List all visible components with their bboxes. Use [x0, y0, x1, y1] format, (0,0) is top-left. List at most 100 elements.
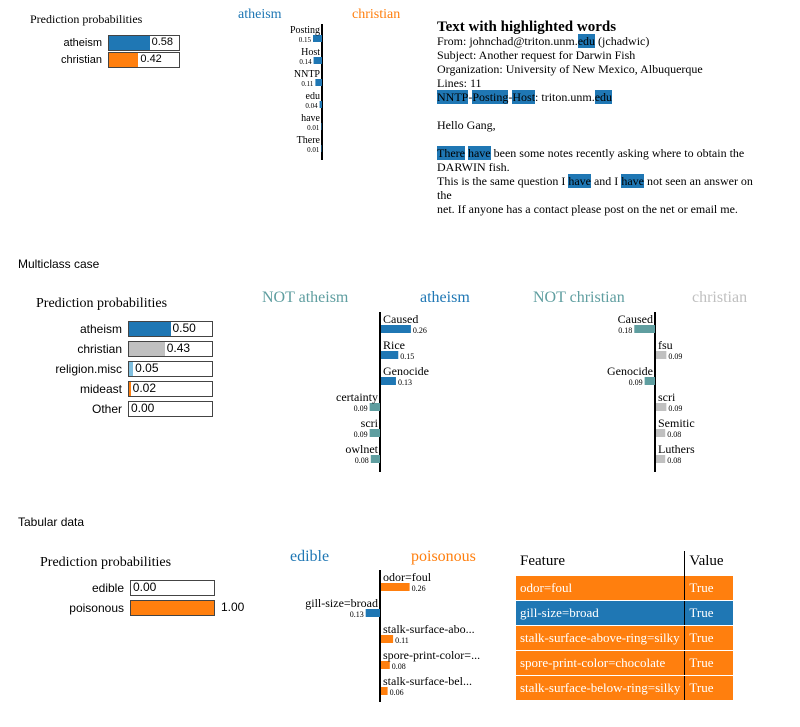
text-span: been some notes recently asking where to… [490, 146, 745, 160]
probability-bar [130, 580, 215, 596]
section-heading-multiclass: Multiclass case [18, 257, 100, 271]
text-span: - [468, 90, 473, 104]
feature-weights-chart-4: odor=foul0.26gill-size=broad0.13stalk-su… [305, 570, 480, 702]
document-line: From: johnchad@triton.unm.edu (jchadwic) [437, 34, 753, 48]
text-span: the [437, 188, 452, 202]
weight-value: 0.26 [412, 584, 426, 593]
feature-label: have [301, 113, 320, 124]
probability-bar [128, 341, 213, 357]
weight-bar [656, 403, 667, 411]
weight-value: 0.11 [395, 636, 409, 645]
weight-value: 0.04 [305, 102, 318, 110]
weight-value: 0.14 [299, 58, 312, 66]
feature-label: Semitic [658, 416, 695, 430]
value-cell: True [684, 576, 734, 601]
probability-value: 0.42 [140, 53, 162, 65]
probability-label: mideast [79, 382, 122, 396]
probability-label: Other [91, 402, 122, 416]
feature-label: Rice [383, 338, 405, 352]
weight-value: 0.08 [667, 456, 681, 465]
feature-label: scri [658, 390, 676, 404]
probability-row: Other 0.00 [92, 401, 213, 417]
weight-bar [319, 101, 322, 108]
weight-bar [381, 325, 411, 333]
weight-value: 0.08 [392, 662, 406, 671]
weight-bar [656, 455, 666, 463]
probability-bar [128, 401, 213, 417]
weight-bar [381, 635, 394, 643]
text-span: From: johnchad@triton.unm. [437, 34, 578, 48]
highlighted-word: Posting [472, 90, 509, 104]
class-label-atheism: atheism [238, 7, 282, 22]
table-header-feature: Feature [516, 551, 686, 576]
probability-value: 0.43 [166, 341, 191, 355]
feature-label: Genocide [607, 364, 653, 378]
weight-value: 0.06 [390, 688, 404, 697]
text-span: This is the same question I [437, 174, 569, 188]
feature-label: fsu [658, 338, 673, 352]
feature-label: Host [301, 47, 320, 58]
probability-label: atheism [63, 37, 102, 49]
probability-label: edible [91, 581, 124, 595]
document-line: Organization: University of New Mexico, … [437, 62, 753, 76]
weight-bar [313, 35, 322, 42]
probability-fill [129, 322, 171, 336]
document-line: the [437, 188, 753, 202]
document-line: Hello Gang, [437, 118, 753, 132]
document-line: There have been some notes recently aski… [437, 146, 753, 160]
text-span: : triton.unm. [535, 90, 595, 104]
weight-bar [381, 687, 388, 695]
weight-bar [656, 351, 667, 359]
feature-label: spore-print-color=... [383, 648, 480, 662]
text-span: Organization: University of New Mexico, … [437, 62, 703, 76]
feature-cell: stalk-surface-above-ring=silky [516, 625, 686, 651]
weight-value: 0.15 [299, 36, 312, 44]
value-cell: True [684, 675, 734, 701]
document-line: net. If anyone has a contact please post… [437, 202, 753, 216]
probability-value: 0.00 [131, 401, 155, 415]
text-span: net. If anyone has a contact please post… [437, 202, 738, 216]
weight-value: 0.08 [667, 430, 681, 439]
probability-value: 0.50 [172, 321, 196, 335]
class-label-not-christian: NOT christian [533, 289, 625, 306]
weight-bar [313, 57, 322, 64]
weight-bar [634, 325, 655, 333]
text-span: and I [590, 174, 622, 188]
feature-label: certainty [336, 390, 378, 404]
weight-value: 0.18 [618, 326, 632, 335]
class-label-atheism: atheism [420, 289, 470, 306]
value-cell: True [684, 600, 734, 626]
feature-label: owlnet [345, 442, 378, 456]
weight-bar [321, 123, 322, 130]
document-line [437, 104, 753, 118]
highlighted-word: NNTP [437, 90, 469, 104]
probability-value: 0.00 [133, 580, 157, 594]
weight-value: 0.09 [668, 404, 682, 413]
weight-bar [369, 429, 380, 437]
feature-label: There [297, 135, 321, 146]
feature-label: Posting [290, 25, 320, 36]
feature-weights-chart-3: Caused0.18fsu0.09Genocide0.09scri0.09Sem… [607, 312, 695, 472]
weight-value: 0.15 [400, 352, 414, 361]
text-span: - [508, 90, 513, 104]
weight-value: 0.13 [350, 610, 364, 619]
highlighted-word: have [568, 174, 591, 188]
weight-value: 0.11 [301, 80, 313, 88]
document-line: This is the same question I have and I h… [437, 174, 753, 188]
probability-fill [109, 36, 150, 50]
feature-label: edu [306, 91, 320, 102]
feature-label: stalk-surface-bel... [383, 674, 472, 688]
feature-weights-chart-2: Caused0.26Rice0.15Genocide0.13certainty0… [336, 312, 429, 472]
probability-value: 0.58 [151, 36, 174, 48]
weight-value: 0.09 [354, 404, 368, 413]
class-label-not-atheism: NOT atheism [262, 289, 349, 306]
weight-value: 0.26 [413, 326, 427, 335]
highlighted-word: have [467, 146, 491, 160]
feature-label: gill-size=broad [305, 596, 378, 610]
